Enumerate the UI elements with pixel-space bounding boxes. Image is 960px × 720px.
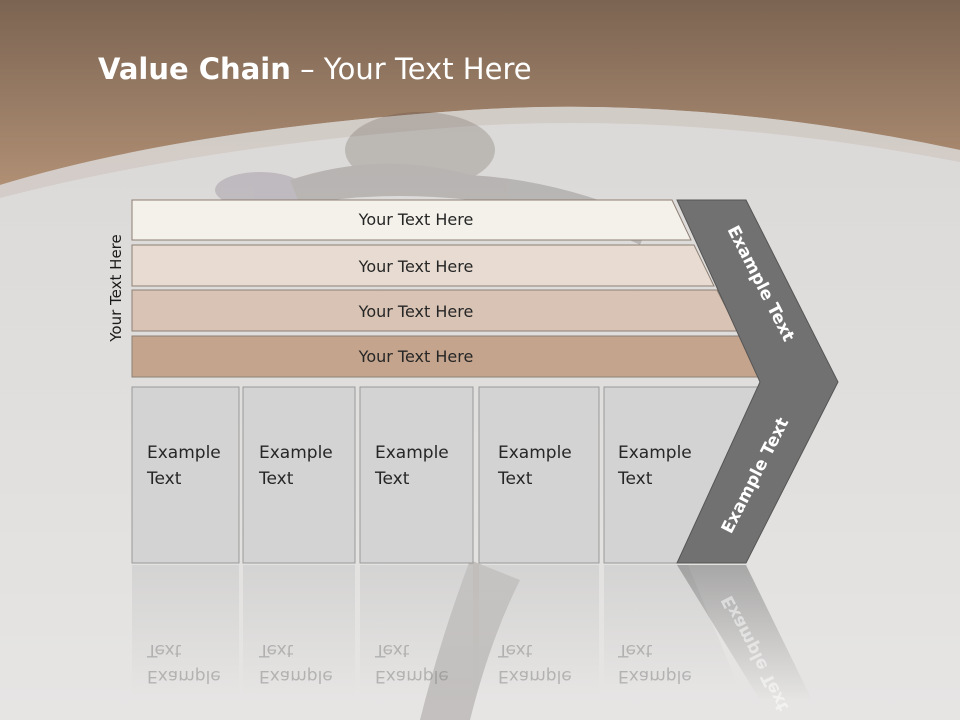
chevron-shape	[676, 199, 839, 564]
reflection-column-2-line2: Text	[258, 640, 294, 660]
title-bold: Value Chain	[98, 52, 291, 86]
column-1[interactable]	[131, 386, 240, 564]
reflection-column-5-line2: Text	[617, 640, 653, 660]
column-1-line1: Example	[147, 443, 221, 463]
reflection-column-1-line2: Text	[146, 640, 182, 660]
title-rest: – Your Text Here	[290, 52, 532, 86]
band-2-label: Your Text Here	[358, 257, 474, 276]
diagram-reflection: Example Text Example Text Example Text E…	[132, 565, 812, 714]
column-3[interactable]	[359, 386, 474, 564]
column-4-line2: Text	[497, 469, 533, 489]
slide-title: Value Chain – Your Text Here	[98, 52, 532, 86]
column-2-line1: Example	[259, 443, 333, 463]
column-4[interactable]	[478, 386, 600, 564]
primary-activities: Example Text Example Text Example Text E…	[131, 386, 761, 564]
band-1-label: Your Text Here	[358, 210, 474, 229]
reflection-column-4-line2: Text	[497, 640, 533, 660]
band-4-label: Your Text Here	[358, 347, 474, 366]
column-3-line1: Example	[375, 443, 449, 463]
reflection-column-2-line1: Example	[259, 666, 333, 686]
reflection-column-1-line1: Example	[147, 666, 221, 686]
band-2[interactable]	[131, 244, 715, 287]
support-activities: Your Text Here Your Text Here Your Text …	[131, 199, 764, 378]
band-1[interactable]	[131, 199, 692, 241]
reflection-column-5-line1: Example	[618, 666, 692, 686]
band-3-label: Your Text Here	[358, 302, 474, 321]
column-1-line2: Text	[146, 469, 182, 489]
reflection-column-4-line1: Example	[498, 666, 572, 686]
column-4-line1: Example	[498, 443, 572, 463]
column-3-line2: Text	[374, 469, 410, 489]
column-2-line2: Text	[258, 469, 294, 489]
reflection-column-3-line1: Example	[375, 666, 449, 686]
column-5-line1: Example	[618, 443, 692, 463]
reflection-column-3-line2: Text	[374, 640, 410, 660]
column-2[interactable]	[242, 386, 356, 564]
column-5-line2: Text	[617, 469, 653, 489]
